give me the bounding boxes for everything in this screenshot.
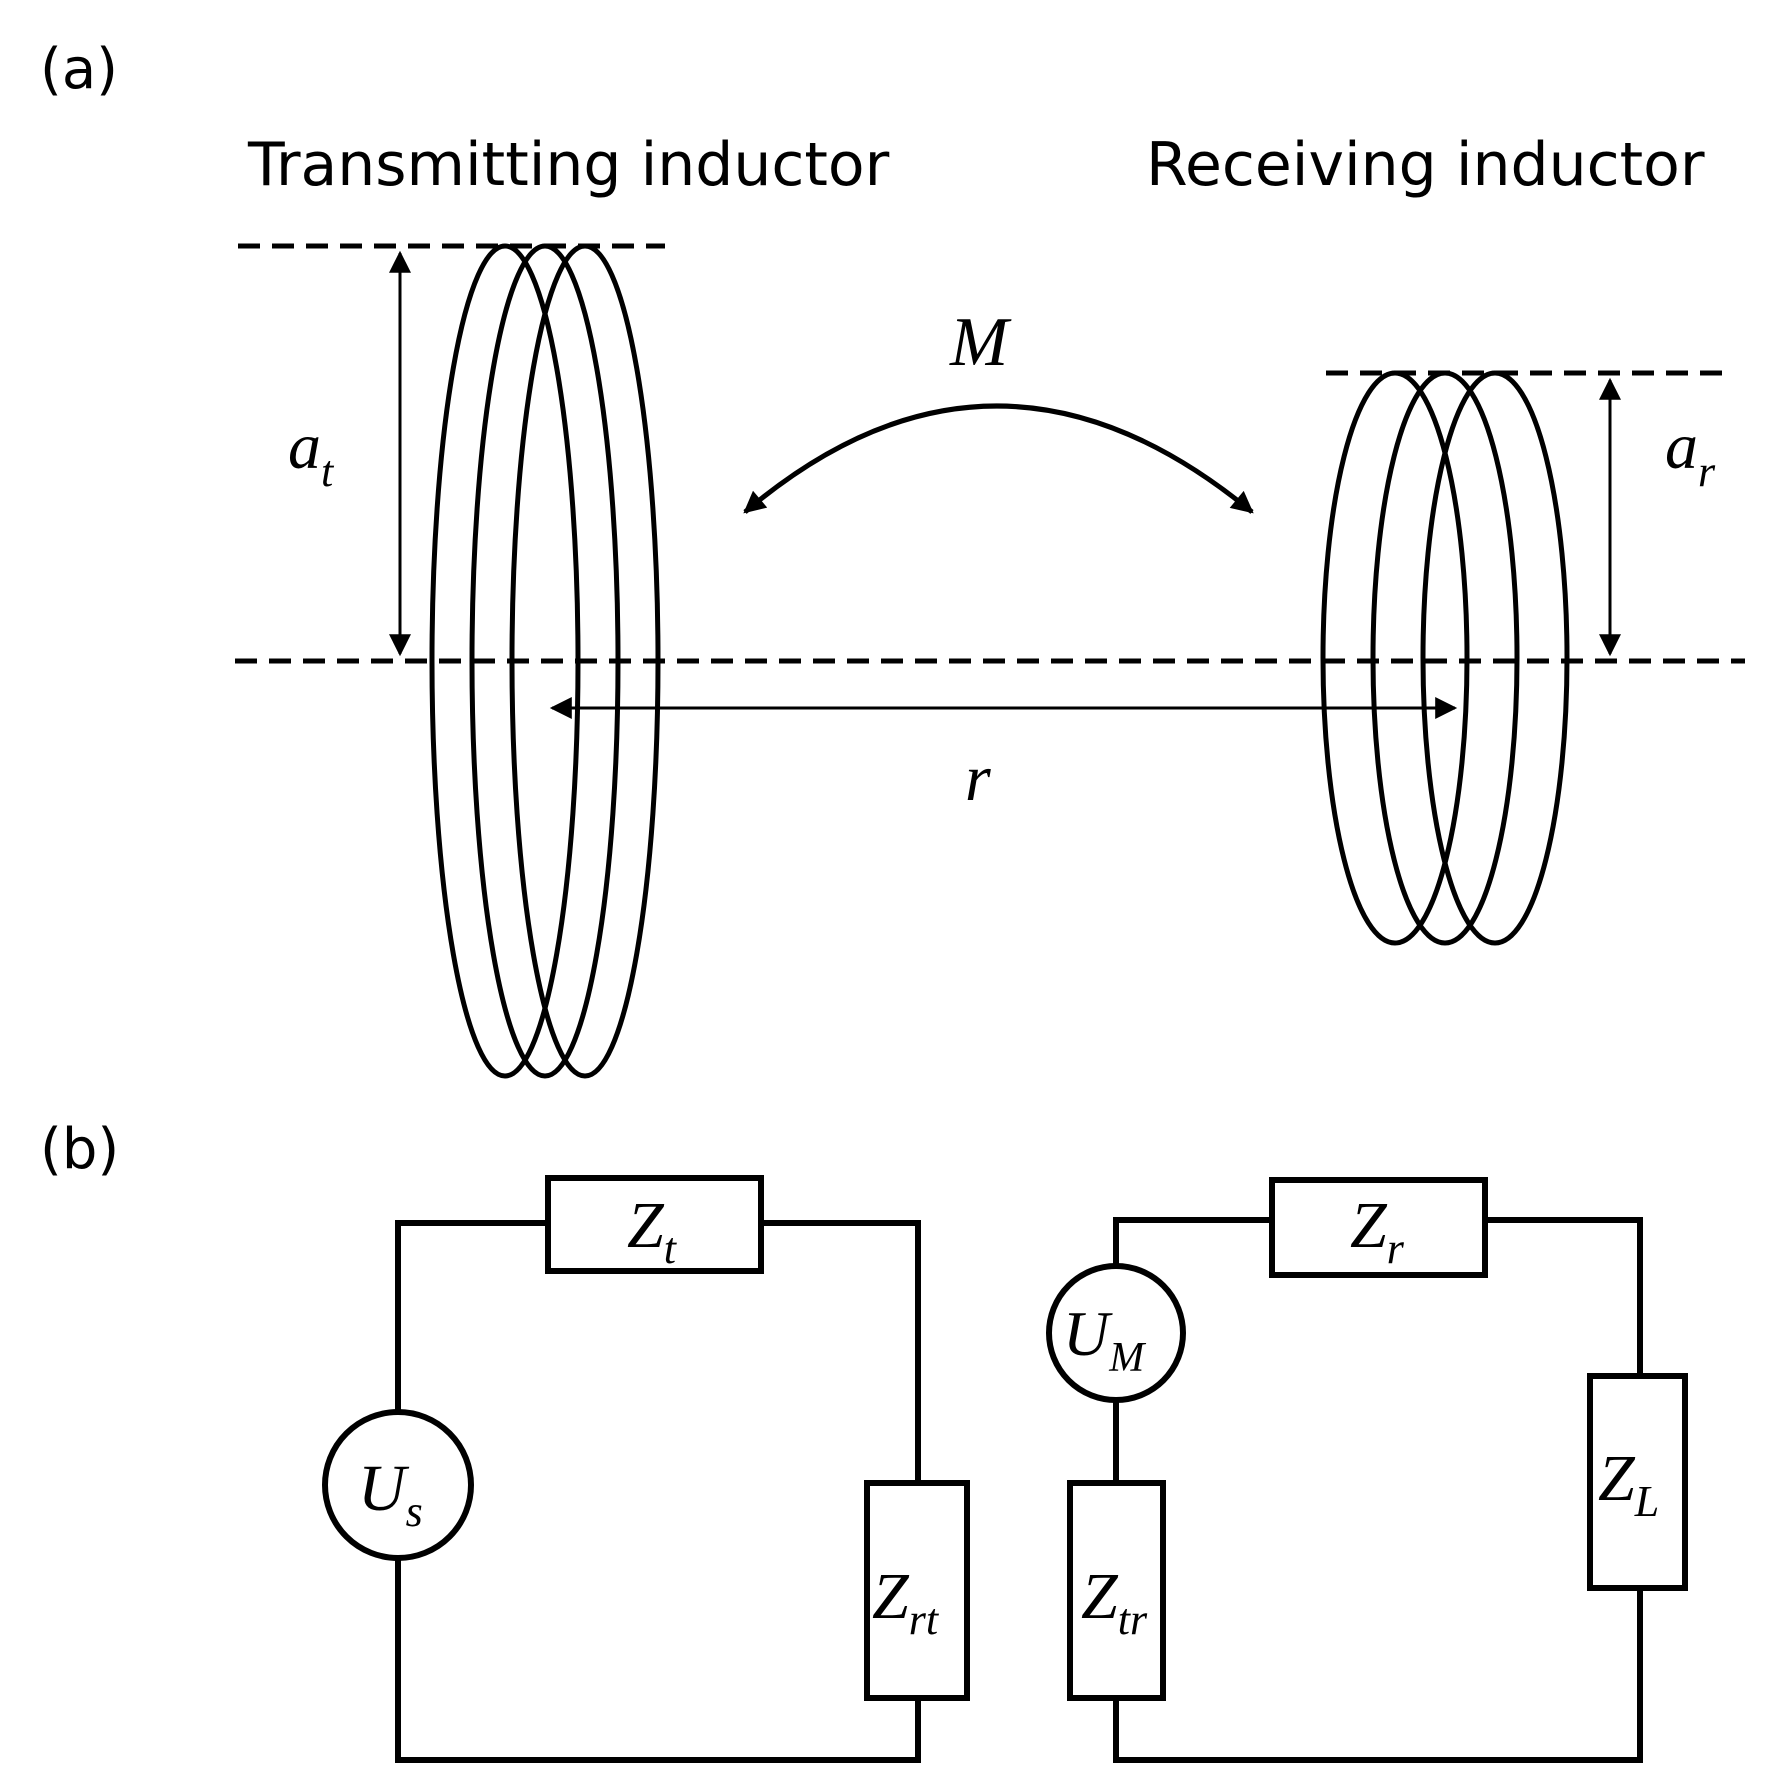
transmitter-circuit-wire bbox=[761, 1220, 921, 1483]
receiver-circuit-wire bbox=[1113, 1588, 1643, 1763]
impedance-Ztr bbox=[1067, 1480, 1166, 1701]
panel-b-label: (b) bbox=[40, 1117, 119, 1182]
coil-turn bbox=[429, 243, 581, 1079]
receiver-circuit-wire bbox=[1113, 1217, 1272, 1266]
coil-turn bbox=[1370, 370, 1520, 946]
radius-label-receiver: ar bbox=[1665, 410, 1716, 496]
transmitter-circuit-wire bbox=[395, 1220, 548, 1412]
transmitting-inductor-title: Transmitting inductor bbox=[247, 130, 890, 200]
coil-turn bbox=[1320, 370, 1470, 946]
mutual-inductance-label: M bbox=[949, 304, 1012, 381]
distance-label: r bbox=[965, 742, 991, 815]
source-Us-label: Us bbox=[358, 1452, 423, 1536]
receiver-circuit-wire bbox=[1485, 1217, 1643, 1376]
coil-turn bbox=[509, 243, 661, 1079]
source-UM bbox=[1046, 1263, 1186, 1403]
coil-turn bbox=[469, 243, 621, 1079]
panel-b: (b) Zt Us Zrt Zr UM bbox=[40, 1117, 1688, 1763]
radius-label-transmitter: at bbox=[288, 410, 335, 496]
impedance-Zrt bbox=[864, 1480, 970, 1701]
impedance-ZL-label: ZL bbox=[1598, 1442, 1659, 1526]
impedance-Ztr-label: Ztr bbox=[1081, 1560, 1148, 1644]
panel-a: (a) Transmitting inductor Receiving indu… bbox=[40, 37, 1745, 1079]
coil-turn bbox=[1420, 370, 1570, 946]
impedance-ZL bbox=[1587, 1373, 1688, 1591]
impedance-Zt-label: Zt bbox=[627, 1189, 678, 1273]
transmitter-circuit-wire bbox=[395, 1558, 921, 1763]
panel-a-label: (a) bbox=[40, 37, 118, 102]
receiving-inductor-title: Receiving inductor bbox=[1146, 130, 1705, 200]
source-Us bbox=[322, 1409, 474, 1561]
source-UM-label: UM bbox=[1063, 1298, 1146, 1381]
impedance-Zrt-label: Zrt bbox=[872, 1560, 940, 1644]
impedance-Zr bbox=[1269, 1177, 1488, 1278]
impedance-Zt bbox=[545, 1175, 764, 1274]
mutual-inductance-arc bbox=[743, 403, 1254, 514]
impedance-Zr-label: Zr bbox=[1350, 1189, 1405, 1273]
transmitting-coil bbox=[429, 243, 661, 1079]
receiving-coil bbox=[1320, 370, 1570, 946]
